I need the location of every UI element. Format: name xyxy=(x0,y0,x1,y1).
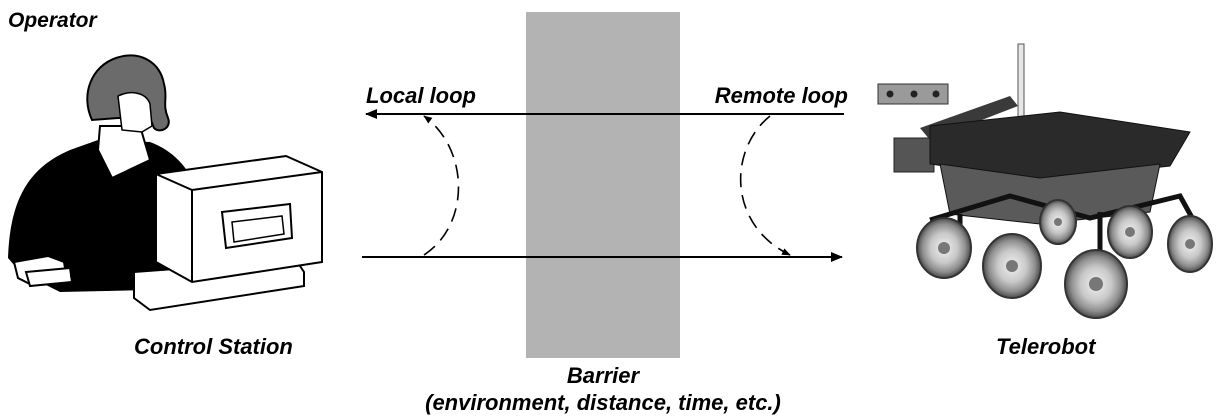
barrier-block xyxy=(526,12,680,358)
local-loop-arc xyxy=(423,115,460,256)
barrier-detail-label: (environment, distance, time, etc.) xyxy=(425,390,781,415)
remote-loop-label: Remote loop xyxy=(715,83,848,108)
operator-label: Operator xyxy=(8,9,99,32)
control-station-computer xyxy=(24,154,323,312)
telerobot-rover xyxy=(877,43,1213,319)
telerobot-label: Telerobot xyxy=(996,334,1097,359)
remote-loop-arc xyxy=(739,115,791,256)
local-loop-label: Local loop xyxy=(366,83,476,108)
barrier-label: Barrier xyxy=(567,363,641,388)
control-station-label: Control Station xyxy=(134,334,293,359)
